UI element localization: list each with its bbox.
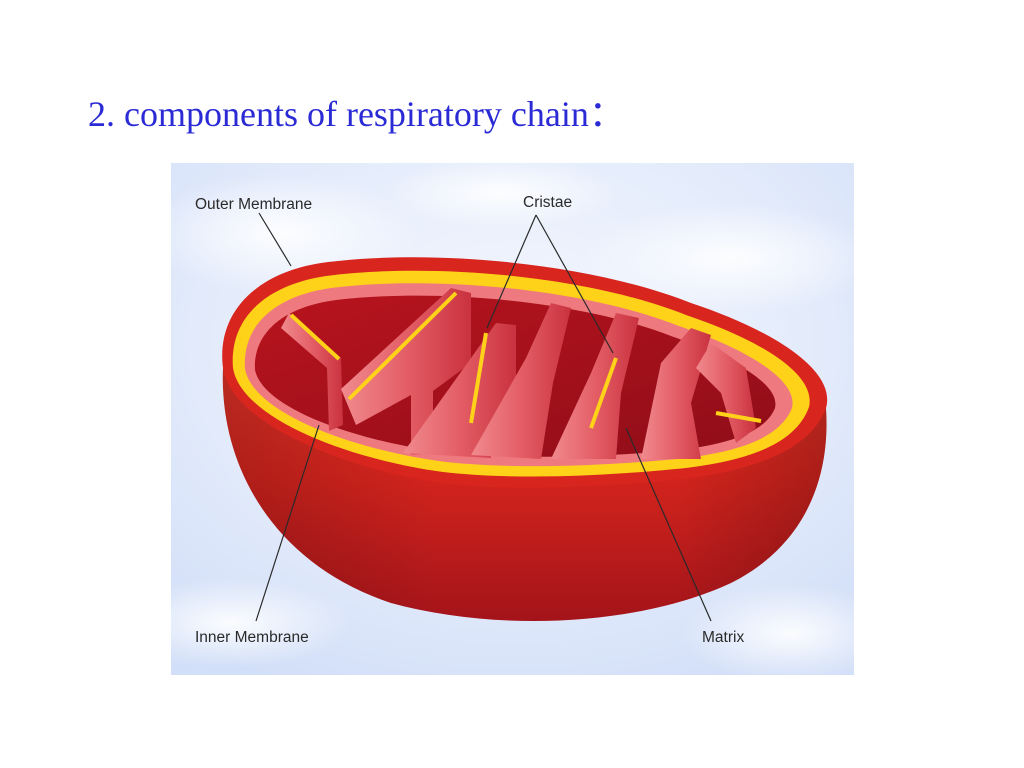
- label-matrix: Matrix: [702, 629, 744, 646]
- mitochondrion-illustration: Outer Membrane Cristae Inner Membrane Ma…: [171, 163, 854, 675]
- slide-title: 2. components of respiratory chain：: [88, 94, 625, 134]
- label-inner-membrane: Inner Membrane: [195, 629, 309, 646]
- cristae-leader-right: [535, 214, 614, 354]
- cristae-leader-left: [486, 214, 537, 329]
- outer-membrane-leader: [258, 212, 292, 267]
- leader-lines: [255, 212, 712, 622]
- cristae-folds: [281, 288, 762, 459]
- mitochondrion-diagram: Outer Membrane Cristae Inner Membrane Ma…: [171, 163, 854, 675]
- matrix-leader: [625, 427, 712, 622]
- inner-membrane-leader: [255, 424, 320, 622]
- label-outer-membrane: Outer Membrane: [195, 196, 312, 213]
- label-cristae: Cristae: [523, 194, 572, 211]
